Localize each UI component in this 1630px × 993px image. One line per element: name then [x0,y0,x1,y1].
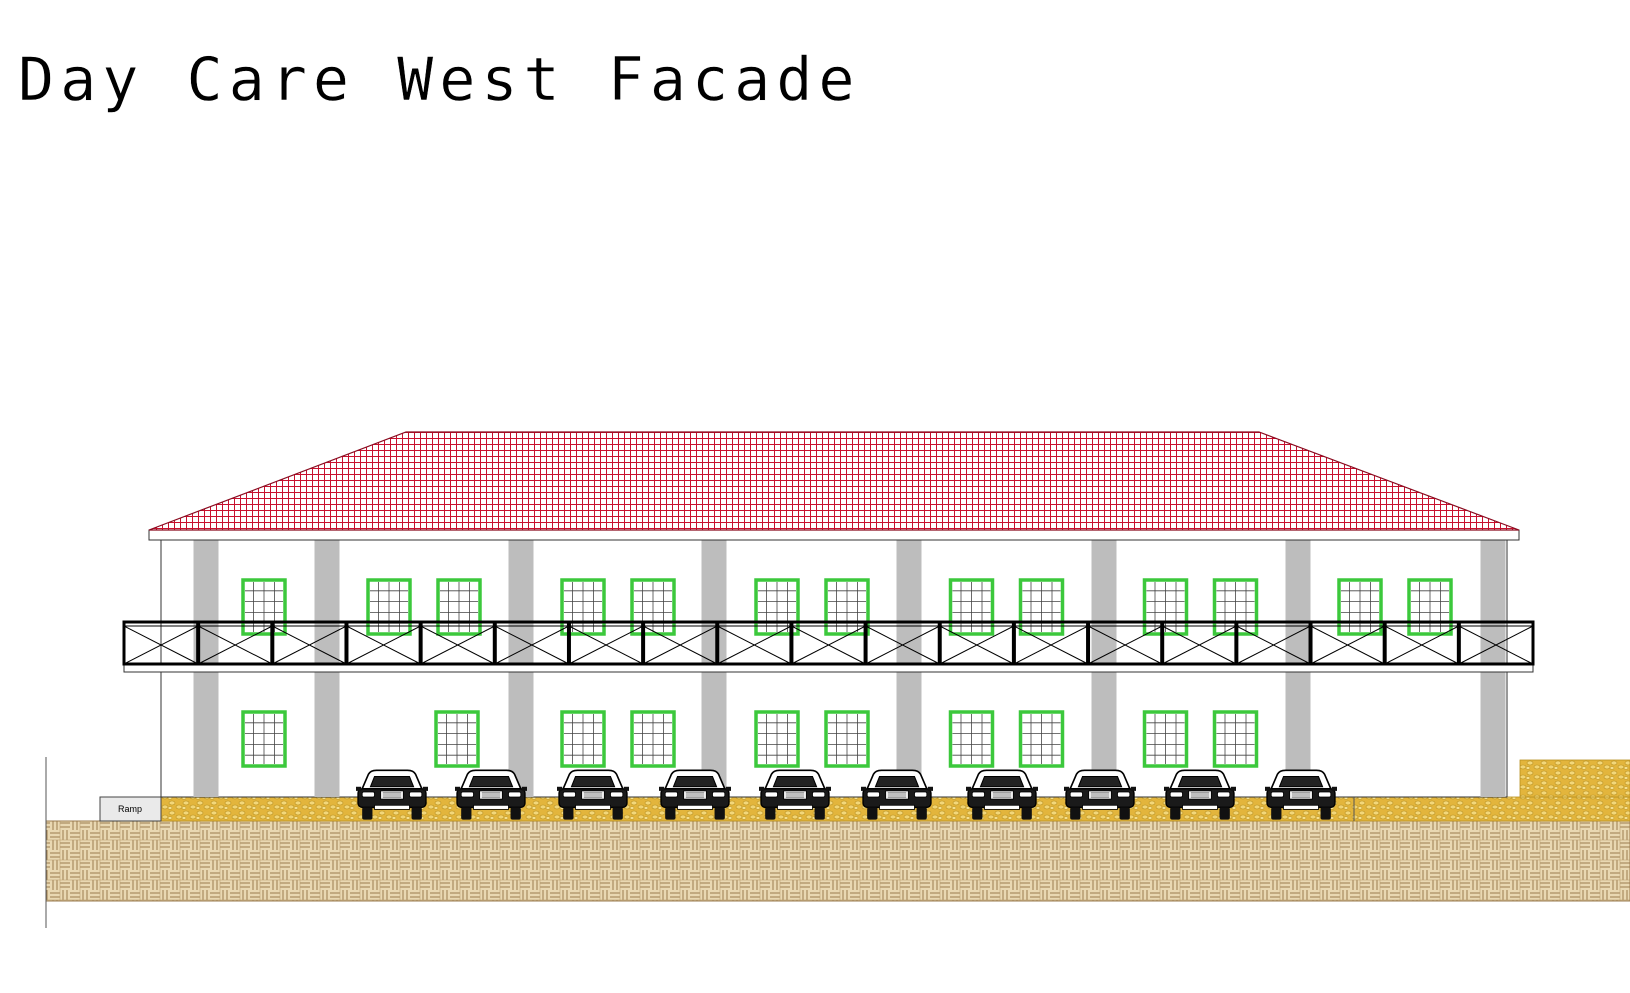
window [824,710,870,768]
windows [241,578,1453,768]
x-brace-icon [418,622,496,665]
window [436,578,482,636]
window [434,710,480,768]
x-brace-icon [1308,622,1385,665]
x-brace-icon [1086,622,1163,665]
ramp: Ramp [99,796,162,822]
x-brace-icon [123,625,199,665]
x-brace-icon [492,622,570,665]
ramp-label: Ramp [118,804,142,814]
window [241,710,287,768]
balcony-railing [122,620,1535,666]
x-brace-icon [715,622,792,665]
eave-fascia [148,529,1520,541]
window [1142,578,1189,636]
ground-paving [45,820,1630,902]
x-brace-icon [196,622,273,665]
x-brace-icon [937,622,1015,665]
window [241,578,287,636]
window [948,710,995,768]
x-brace-icon [566,622,644,665]
x-brace-icon [1456,622,1534,665]
x-brace-icon [641,622,718,665]
window [1018,710,1065,768]
window [824,578,870,636]
window [366,578,412,636]
roof [148,431,1520,531]
window [754,710,800,768]
window [630,578,676,636]
raised-gravel-block [1519,759,1630,798]
x-brace-icon [1382,622,1460,665]
page-title: Day Care West Facade [18,45,861,115]
x-brace-icon [1234,622,1311,665]
x-brace-icon [863,622,940,665]
window [1212,710,1259,768]
x-brace-icon [1011,622,1089,665]
x-brace-icon [270,622,347,665]
window [1142,710,1189,768]
x-brace-icon [344,622,421,665]
window [1407,578,1453,636]
x-brace-icon [1160,622,1237,665]
x-brace-icon [789,622,866,665]
window [630,710,676,768]
window [560,710,606,768]
